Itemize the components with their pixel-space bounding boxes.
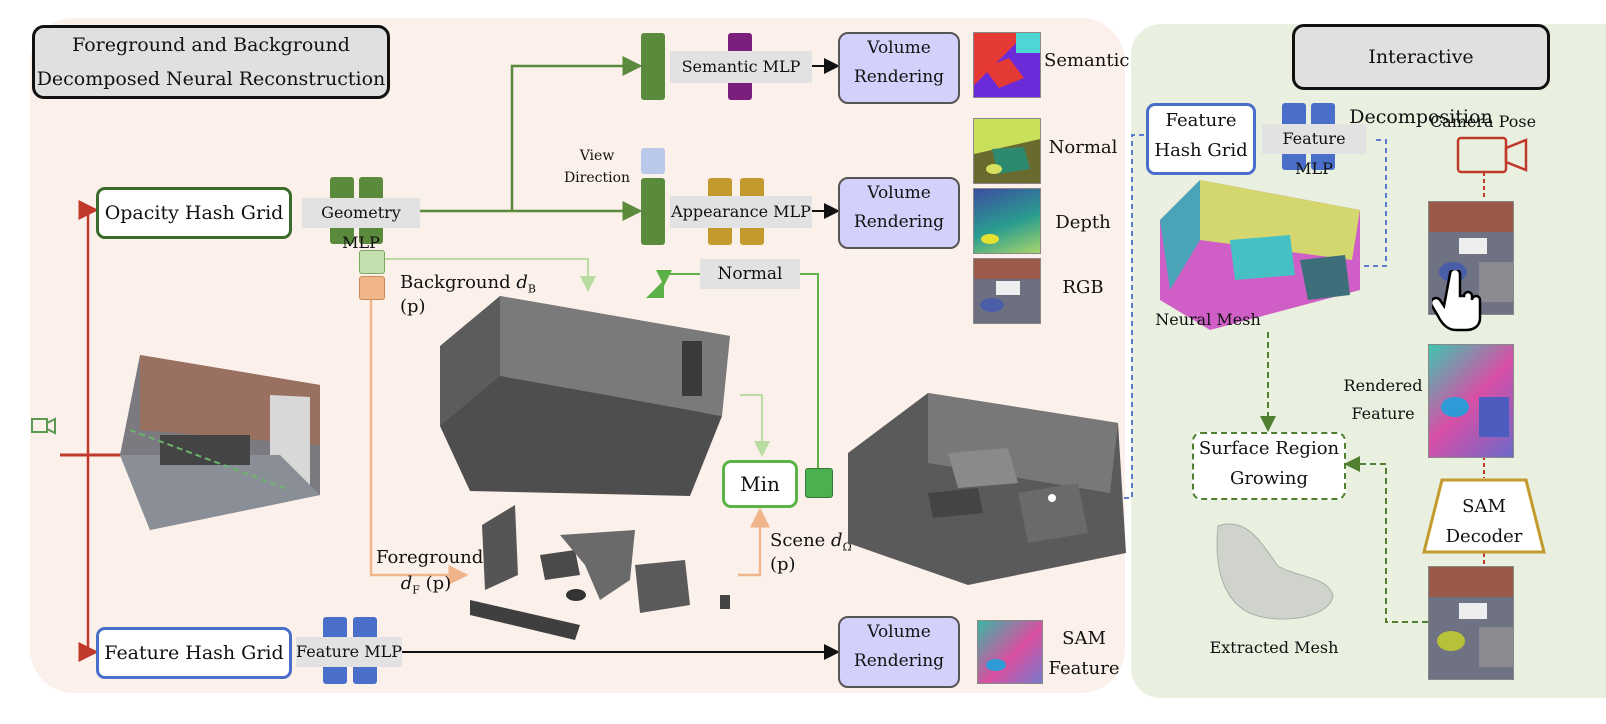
surface-region-line2: Growing (1229, 468, 1309, 489)
volume-rendering-line2: Rendering (853, 67, 945, 87)
left-title-line2: Decomposed Neural Reconstruction (36, 68, 386, 90)
opacity-hash-grid: Opacity Hash Grid (96, 187, 292, 239)
sam-decoder-label: SAM Decoder (1430, 492, 1538, 552)
rendered-feature-label: Rendered Feature (1340, 372, 1426, 428)
rgb-output-label: RGB (1062, 277, 1104, 298)
scene-sdf-arg: (p) (770, 553, 796, 575)
background-sdf-arg: (p) (400, 295, 426, 317)
rendered-feature-line2: Feature (1351, 404, 1415, 423)
right-feature-hash-grid-line2: Hash Grid (1154, 140, 1248, 161)
hand-cursor-icon (1429, 267, 1484, 332)
camera-pose-icon (1456, 136, 1528, 174)
scene-mesh-image (848, 393, 1126, 585)
scene-sdf-node (805, 468, 833, 498)
normal-feedback-icon (646, 280, 664, 298)
foreground-sdf: dF (p) (376, 571, 476, 604)
camera-pose-label: Camera Pose (1429, 112, 1537, 131)
background-sdf-node (359, 250, 385, 274)
background-label-text: Background (400, 272, 511, 293)
volume-rendering-line2: Rendering (853, 212, 945, 232)
normal-tag: Normal (700, 259, 800, 289)
background-sdf-subscript: B (527, 282, 536, 296)
volume-rendering-line1: Volume (867, 183, 931, 203)
sam-feature-line2: Feature (1048, 658, 1120, 679)
scene-sdf-subscript: Ω (842, 540, 852, 554)
sam-feature-output-image (977, 620, 1043, 684)
rgb-output-image (973, 258, 1041, 324)
feature-mlp-label: Feature MLP (296, 637, 402, 667)
foreground-sdf-arg: (p) (425, 573, 452, 594)
volume-rendering-feature: Volume Rendering (838, 616, 960, 688)
min-label: Min (740, 472, 780, 496)
segmented-view-image (1428, 566, 1514, 680)
foreground-sdf-node (359, 276, 385, 300)
foreground-sdf-symbol: d (400, 573, 413, 594)
min-operator: Min (722, 460, 798, 508)
semantic-mlp-label: Semantic MLP (670, 51, 812, 83)
geometry-mlp-label: Geometry MLP (302, 198, 420, 252)
sam-feature-output-label: SAM Feature (1046, 624, 1122, 684)
neural-mesh-label: Neural Mesh (1155, 310, 1261, 329)
right-feature-hash-grid: Feature Hash Grid (1146, 103, 1256, 175)
sam-feature-line1: SAM (1062, 628, 1106, 649)
sam-decoder-line2: Decoder (1445, 526, 1523, 547)
left-title-line1: Foreground and Background (72, 34, 350, 56)
extracted-mesh-label: Extracted Mesh (1209, 638, 1339, 657)
feature-hash-grid: Feature Hash Grid (96, 627, 292, 679)
right-panel-title: Interactive Decomposition (1292, 24, 1550, 128)
foreground-sdf-subscript: F (412, 583, 420, 597)
rendered-feature-line1: Rendered (1343, 376, 1423, 395)
right-feature-mlp-label: Feature MLP (1262, 124, 1366, 178)
foreground-label: Foreground dF (p) (376, 545, 484, 604)
background-sdf-symbol: d (516, 272, 528, 293)
volume-rendering-line1: Volume (867, 622, 931, 642)
volume-rendering-line2: Rendering (853, 651, 945, 671)
rendered-feature-image (1428, 344, 1514, 458)
depth-output-image (973, 188, 1041, 254)
camera-icon (30, 416, 56, 436)
background-mesh-image (440, 296, 732, 496)
view-direction-line1: View (579, 148, 615, 164)
volume-rendering-appearance: Volume Rendering (838, 177, 960, 249)
scene-label: Scene dΩ (p) (770, 530, 880, 575)
right-feature-hash-grid-line1: Feature (1165, 110, 1237, 131)
feature-hash-grid-label: Feature Hash Grid (104, 642, 284, 664)
camera-view-image (1428, 201, 1514, 315)
surface-region-growing: Surface Region Growing (1192, 432, 1346, 500)
sam-decoder-block (1422, 478, 1546, 554)
appearance-feature-bar (641, 178, 665, 245)
opacity-hash-grid-label: Opacity Hash Grid (104, 202, 284, 224)
scene-sdf-symbol: d (831, 530, 843, 551)
left-panel-title: Foreground and Background Decomposed Neu… (32, 25, 390, 99)
background-label: Background dB (p) (400, 272, 560, 317)
scene-label-text: Scene (770, 530, 826, 551)
neural-mesh-image (1160, 180, 1370, 330)
surface-region-line1: Surface Region (1198, 438, 1340, 459)
semantic-feature-bar (641, 33, 665, 100)
volume-rendering-line1: Volume (867, 38, 931, 58)
foreground-objects-image (470, 505, 740, 645)
input-scene-image (120, 335, 330, 530)
normal-output-label: Normal (1048, 137, 1118, 158)
volume-rendering-semantic: Volume Rendering (838, 32, 960, 104)
appearance-mlp-label: Appearance MLP (670, 196, 812, 228)
sam-decoder-line1: SAM (1462, 496, 1506, 517)
extracted-mesh-image (1208, 516, 1336, 626)
normal-output-image (973, 118, 1041, 184)
semantic-output-label: Semantic (1044, 50, 1130, 71)
foreground-label-text: Foreground (376, 547, 484, 568)
semantic-output-image (973, 32, 1041, 98)
depth-output-label: Depth (1055, 212, 1111, 233)
view-direction-line2: Direction (563, 170, 631, 186)
view-direction-label: View Direction (562, 145, 632, 189)
view-direction-node (641, 148, 665, 174)
